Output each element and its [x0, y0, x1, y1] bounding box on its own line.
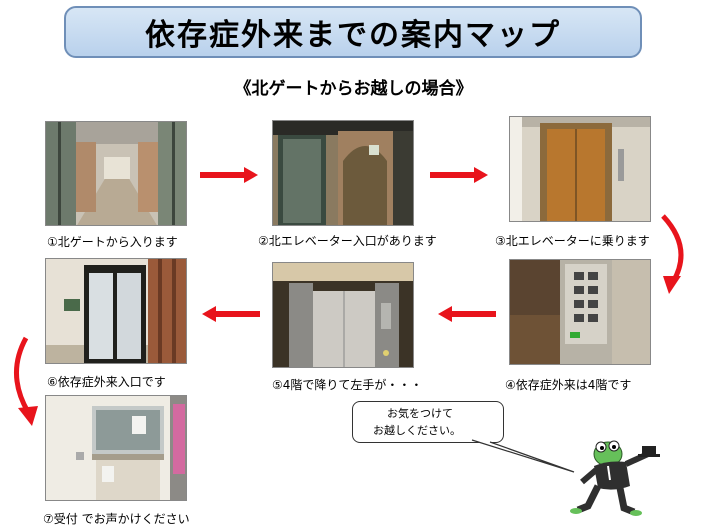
elevator-buttons-photo	[509, 259, 651, 365]
clinic-entrance-photo	[45, 258, 187, 364]
bubble-line-2: お越しください。	[373, 424, 461, 437]
bubble-tail	[471, 439, 575, 473]
speech-bubble: お気をつけて お越しください。	[352, 401, 504, 443]
subtitle: 《北ゲートからお越しの場合》	[234, 79, 473, 99]
step-2-caption: ②北エレベーター入口があります	[258, 234, 437, 248]
elevator-door-photo	[509, 116, 651, 222]
arrow-right-2-to-3	[430, 167, 488, 183]
step-7-caption: ⑦受付 でお声かけください	[43, 512, 190, 526]
arrow-curve-3-to-4	[661, 214, 684, 294]
arrow-left-5-to-6	[202, 306, 260, 322]
step-5-caption: ⑤4階で降りて左手が・・・	[272, 378, 423, 392]
arrow-right-1-to-2	[200, 167, 258, 183]
bubble-line-1: お気をつけて	[387, 407, 453, 420]
title-banner: 依存症外来までの案内マップ	[64, 6, 642, 58]
step-4-caption: ④依存症外来は4階です	[505, 378, 632, 392]
step-3-caption: ③北エレベーターに乗ります	[495, 234, 650, 248]
corridor-photo	[45, 121, 187, 226]
page-title: 依存症外来までの案内マップ	[145, 18, 561, 53]
step-6-caption: ⑥依存症外来入口です	[47, 375, 166, 389]
arrow-curve-6-to-7	[14, 336, 38, 426]
elevator-entrance-photo	[272, 120, 414, 226]
step-1-caption: ①北ゲートから入ります	[47, 235, 178, 249]
arrow-left-4-to-5	[438, 306, 496, 322]
frog-mascot-icon	[570, 440, 660, 516]
reception-photo	[45, 395, 187, 501]
elevator-interior-photo	[272, 262, 414, 368]
